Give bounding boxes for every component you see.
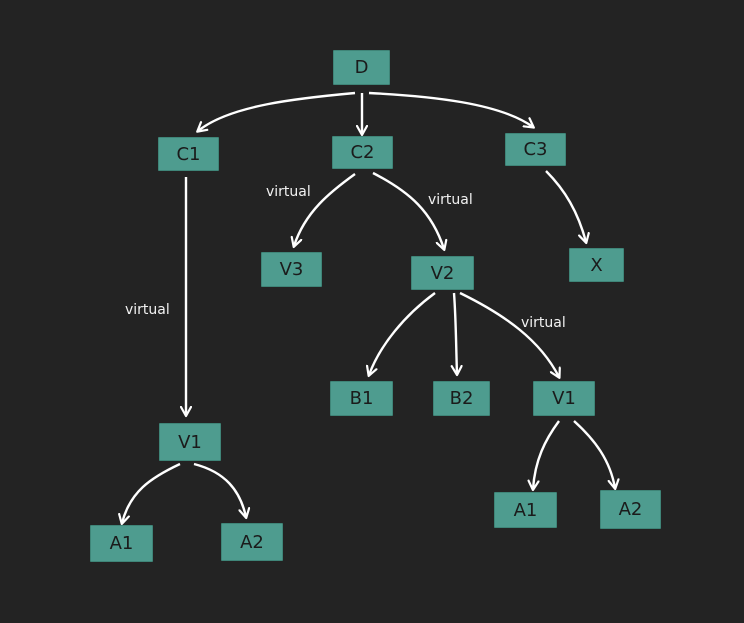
edge-v1-left-a2: [193, 462, 246, 517]
node-a1-left: A1: [90, 525, 153, 562]
node-a2-right: A2: [600, 490, 661, 529]
node-b2: B2: [433, 381, 490, 416]
node-a1-right: A1: [494, 492, 557, 528]
edge-v2-b1: [369, 292, 436, 375]
edge-label-v2-v1: virtual: [521, 315, 566, 331]
node-c3: C3: [505, 133, 566, 166]
edge-v1-left-a1: [122, 462, 181, 523]
node-v1-left: V1: [159, 423, 221, 461]
node-c1: C1: [158, 137, 219, 171]
node-v3: V3: [261, 252, 322, 287]
node-v2: V2: [411, 256, 474, 290]
edge-v1-right-a2: [573, 420, 615, 488]
edge-c3-x: [545, 170, 586, 242]
node-x: X: [569, 248, 624, 282]
edge-d-c3: [368, 91, 533, 127]
node-a2-left: A2: [221, 523, 283, 561]
node-b1: B1: [330, 381, 393, 416]
edge-v2-b2: [454, 292, 457, 374]
edge-v1-right-a1: [533, 420, 560, 489]
edge-label-c2-v2: virtual: [428, 192, 473, 208]
edge-v2-v1-right: [459, 291, 559, 377]
node-d: D: [333, 50, 390, 85]
node-c2: C2: [332, 136, 393, 169]
edge-c2-v2: [372, 171, 444, 249]
edge-label-c1-v1: virtual: [125, 302, 170, 318]
edge-d-c1: [198, 91, 356, 131]
edge-c2-v3: [294, 173, 356, 246]
edge-label-c2-v3: virtual: [266, 184, 311, 200]
node-v1-right: V1: [533, 381, 595, 416]
